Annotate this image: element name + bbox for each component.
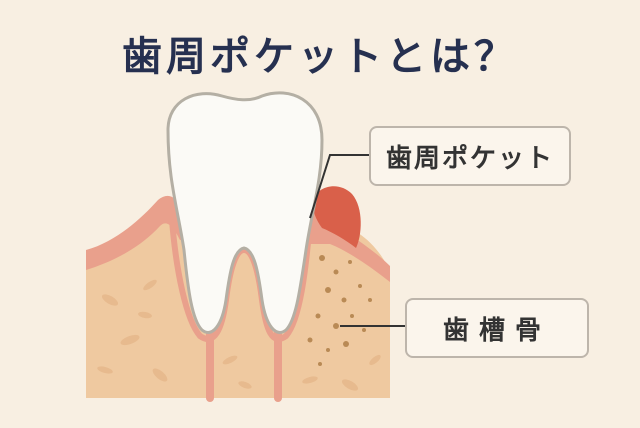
gum [86, 195, 190, 270]
root-socket [169, 219, 313, 342]
inflamed-gum [312, 186, 361, 248]
pocket-leader-line [309, 154, 369, 219]
alveolar-bone [86, 206, 390, 398]
periodontal-pocket-label: 歯周ポケット [369, 126, 571, 186]
page-title: 歯周ポケットとは？ [122, 34, 518, 80]
alveolar-bone-label: 歯槽骨 [405, 298, 589, 358]
bone-texture [97, 279, 381, 391]
tooth [166, 91, 324, 334]
